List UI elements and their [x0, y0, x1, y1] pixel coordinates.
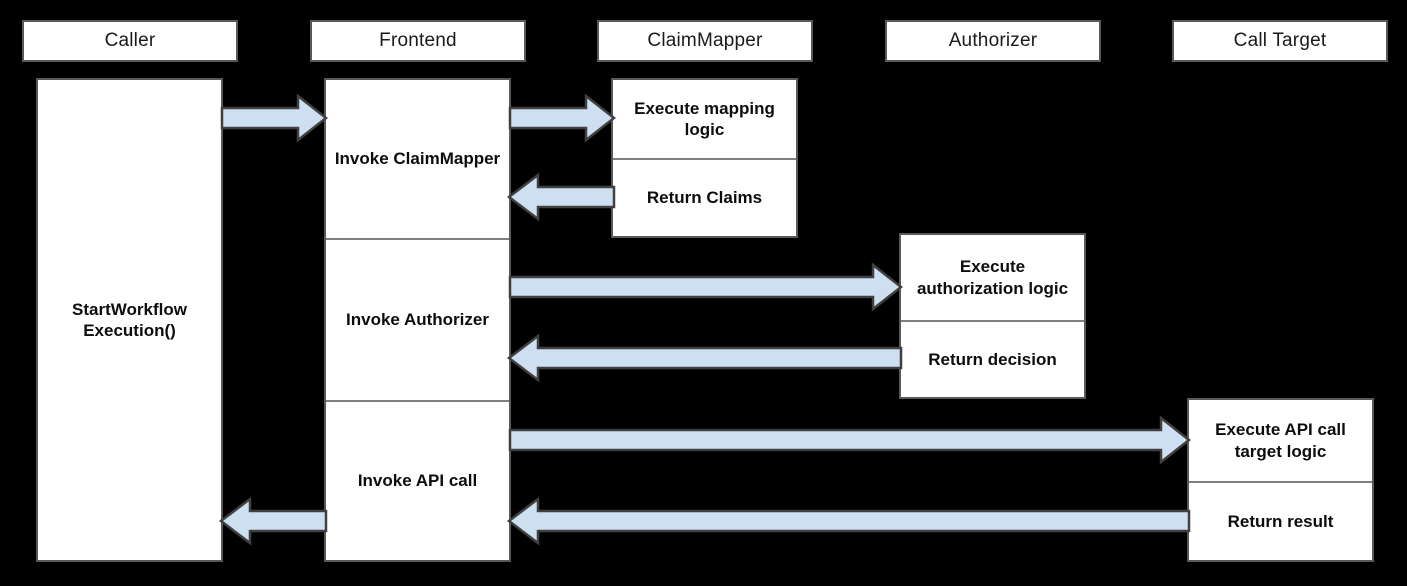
activation-cell-start-workflow: StartWorkflow Execution() [72, 299, 187, 340]
message-arrow-frontend-to-caller [218, 496, 328, 546]
message-arrow-frontend-to-claimmapper [508, 93, 617, 143]
activation-cell-return-claims: Return Claims [613, 158, 796, 236]
message-arrow-calltarget-to-frontend [506, 496, 1191, 546]
message-arrow-claimmapper-to-frontend [506, 172, 616, 222]
lane-header-label: Authorizer [948, 29, 1038, 51]
activation-cell-return-decision: Return decision [901, 320, 1084, 397]
message-arrow-frontend-to-authorizer [508, 262, 904, 312]
lane-header-label: Caller [104, 29, 156, 51]
lane-header-claimmapper: ClaimMapper [597, 20, 813, 62]
activation-cell-return-result: Return result [1189, 481, 1372, 560]
activation-cell-execute-authorization-logic: Execute authorization logic [916, 257, 1069, 298]
activation-box-caller: StartWorkflow Execution() [36, 78, 223, 562]
activation-cell-invoke-authorizer: Invoke Authorizer [326, 238, 509, 400]
activation-cell-invoke-api-call: Invoke API call [326, 400, 509, 560]
lane-header-frontend: Frontend [310, 20, 526, 62]
lane-header-label: Frontend [379, 29, 457, 51]
message-arrow-authorizer-to-frontend [506, 333, 903, 383]
message-arrow-caller-to-frontend [220, 93, 329, 143]
activation-box-authorizer: Execute authorization logic Return decis… [899, 233, 1086, 399]
lane-header-authorizer: Authorizer [885, 20, 1101, 62]
lane-header-calltarget: Call Target [1172, 20, 1388, 62]
activation-box-frontend: Invoke ClaimMapper Invoke Authorizer Inv… [324, 78, 511, 562]
activation-box-calltarget: Execute API call target logic Return res… [1187, 398, 1374, 562]
message-arrow-frontend-to-calltarget [508, 415, 1192, 465]
lane-header-label: ClaimMapper [647, 29, 763, 51]
lane-header-label: Call Target [1233, 29, 1327, 51]
activation-cell-invoke-claimmapper: Invoke ClaimMapper [334, 149, 501, 169]
activation-cell-execute-api-call-target-logic: Execute API call target logic [1215, 420, 1346, 461]
activation-cell-execute-mapping-logic: Execute mapping logic [634, 98, 775, 139]
activation-box-claimmapper: Execute mapping logic Return Claims [611, 78, 798, 238]
lane-header-caller: Caller [22, 20, 238, 62]
